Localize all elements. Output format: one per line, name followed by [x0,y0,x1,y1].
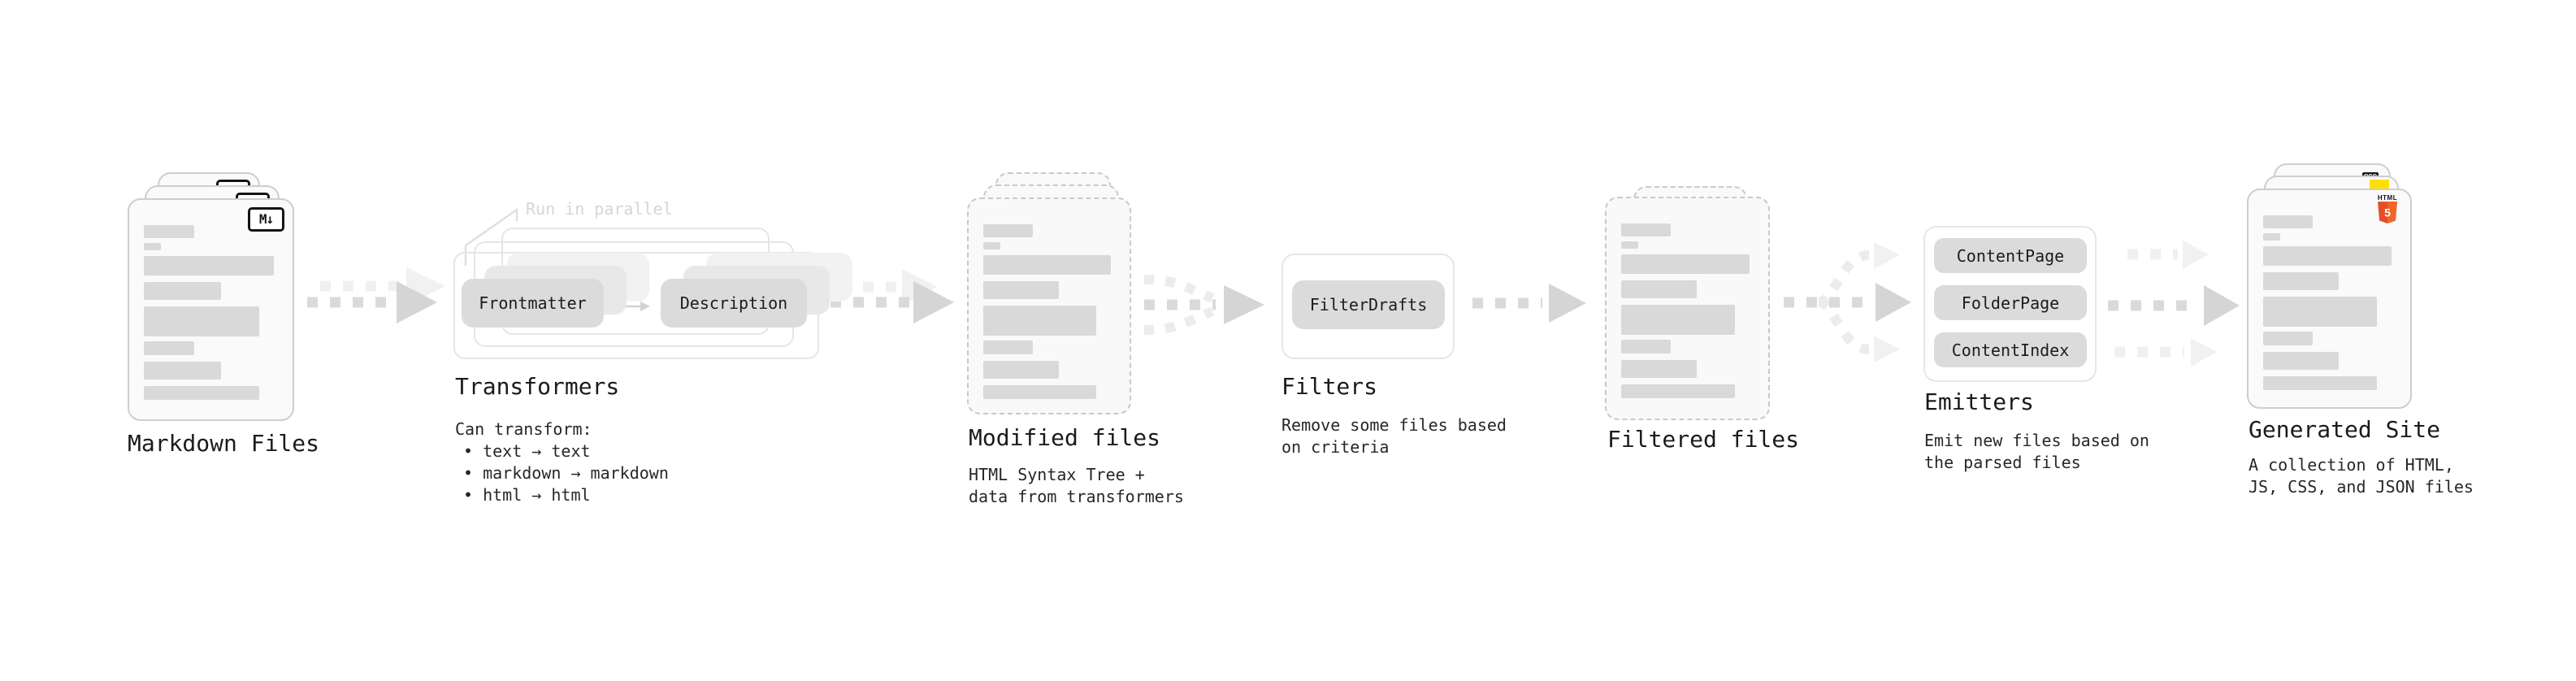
description-pill: Description [661,279,807,327]
bullet-item: • text → text [463,441,591,461]
placeholder-line [144,362,221,380]
placeholder-line [144,306,259,336]
frontmatter-pill: Frontmatter [462,279,604,327]
modified-files-title: Modified files [969,424,1161,451]
bullet-item: • markdown → markdown [463,463,669,483]
placeholder-line [1621,280,1697,298]
filters-subtitle: Remove some files based on criteria [1281,414,1507,458]
doc-placeholder-lines [144,200,276,419]
emitters-title: Emitters [1924,388,2034,415]
placeholder-line [983,340,1033,354]
subtitle-line: data from transformers [969,487,1184,506]
placeholder-line [983,255,1111,275]
placeholder-line [2263,376,2377,390]
arrow-filters-to-filtered [1472,284,1586,323]
placeholder-line [2263,332,2313,345]
subtitle-line: Emit new files based on [1924,431,2149,450]
placeholder-line [1621,254,1750,274]
generated-site-subtitle: A collection of HTML, JS, CSS, and JSON … [2249,454,2474,498]
svg-text:5: 5 [2384,206,2391,219]
folderpage-pill: FolderPage [1934,285,2087,320]
transformers-title: Transformers [455,373,620,400]
doc-placeholder-lines [983,199,1113,413]
html5-label: HTML [2377,194,2398,202]
placeholder-line [2263,246,2392,266]
placeholder-line [2263,233,2280,241]
contentindex-pill: ContentIndex [1934,332,2087,367]
transformers-description: Can transform: • text → text • markdown … [455,419,669,506]
placeholder-line [983,306,1096,336]
placeholder-line [983,361,1059,379]
filtered-file-card-front [1605,197,1770,420]
arrow-modified-to-filters-merge [1143,275,1264,335]
js-file-icon [2370,180,2389,190]
arrow-markdown-to-transformers [307,267,445,323]
placeholder-line [1621,384,1735,398]
subtitle-line: JS, CSS, and JSON files [2249,477,2474,497]
placeholder-line [983,242,1000,249]
placeholder-line [983,281,1059,299]
placeholder-line [144,282,221,300]
placeholder-line [1621,360,1697,378]
arrows-emitters-to-site [2108,241,2240,367]
filters-title: Filters [1281,373,1378,400]
contentpage-pill: ContentPage [1934,238,2087,273]
placeholder-line [2263,272,2339,290]
placeholder-line [2263,352,2339,370]
doc-placeholder-lines [2263,190,2394,407]
placeholder-line [983,224,1033,237]
placeholder-line [983,385,1096,399]
modified-files-subtitle: HTML Syntax Tree + data from transformer… [969,464,1184,508]
run-in-parallel-note: Run in parallel [526,199,673,219]
filtered-files-title: Filtered files [1607,426,1800,453]
emitters-subtitle: Emit new files based on the parsed files [1924,430,2149,474]
html5-shield: 5 [2378,202,2397,223]
arrow-filtered-to-emitters-diverge [1784,242,1911,362]
subtitle-line: the parsed files [1924,453,2081,472]
markdown-file-card-front: M↓ [128,198,294,421]
placeholder-line [1621,241,1638,249]
markdown-files-title: Markdown Files [128,430,320,457]
placeholder-line [144,225,194,238]
filterdrafts-pill: FilterDrafts [1292,280,1445,329]
placeholder-line [144,256,274,275]
placeholder-line [1621,305,1735,335]
placeholder-line [1621,223,1671,236]
html5-icon: HTML 5 [2377,194,2398,227]
subtitle-line: Remove some files based [1281,415,1507,435]
placeholder-line [1621,340,1671,354]
markdown-icon: M↓ [248,207,284,232]
doc-placeholder-lines [1621,198,1752,419]
subtitle-line: A collection of HTML, [2249,455,2454,475]
placeholder-line [144,243,161,250]
site-file-card-front: HTML 5 [2247,189,2412,409]
placeholder-line [144,386,259,400]
subtitle-line: HTML Syntax Tree + [969,465,1145,484]
placeholder-line [2263,215,2313,228]
placeholder-line [144,341,194,355]
subtitle-line: on criteria [1281,437,1390,457]
bullet-item: • html → html [463,485,591,505]
can-transform-heading: Can transform: [455,419,592,439]
generated-site-title: Generated Site [2249,416,2441,443]
placeholder-line [2263,297,2377,327]
modified-file-card-front [967,197,1131,414]
